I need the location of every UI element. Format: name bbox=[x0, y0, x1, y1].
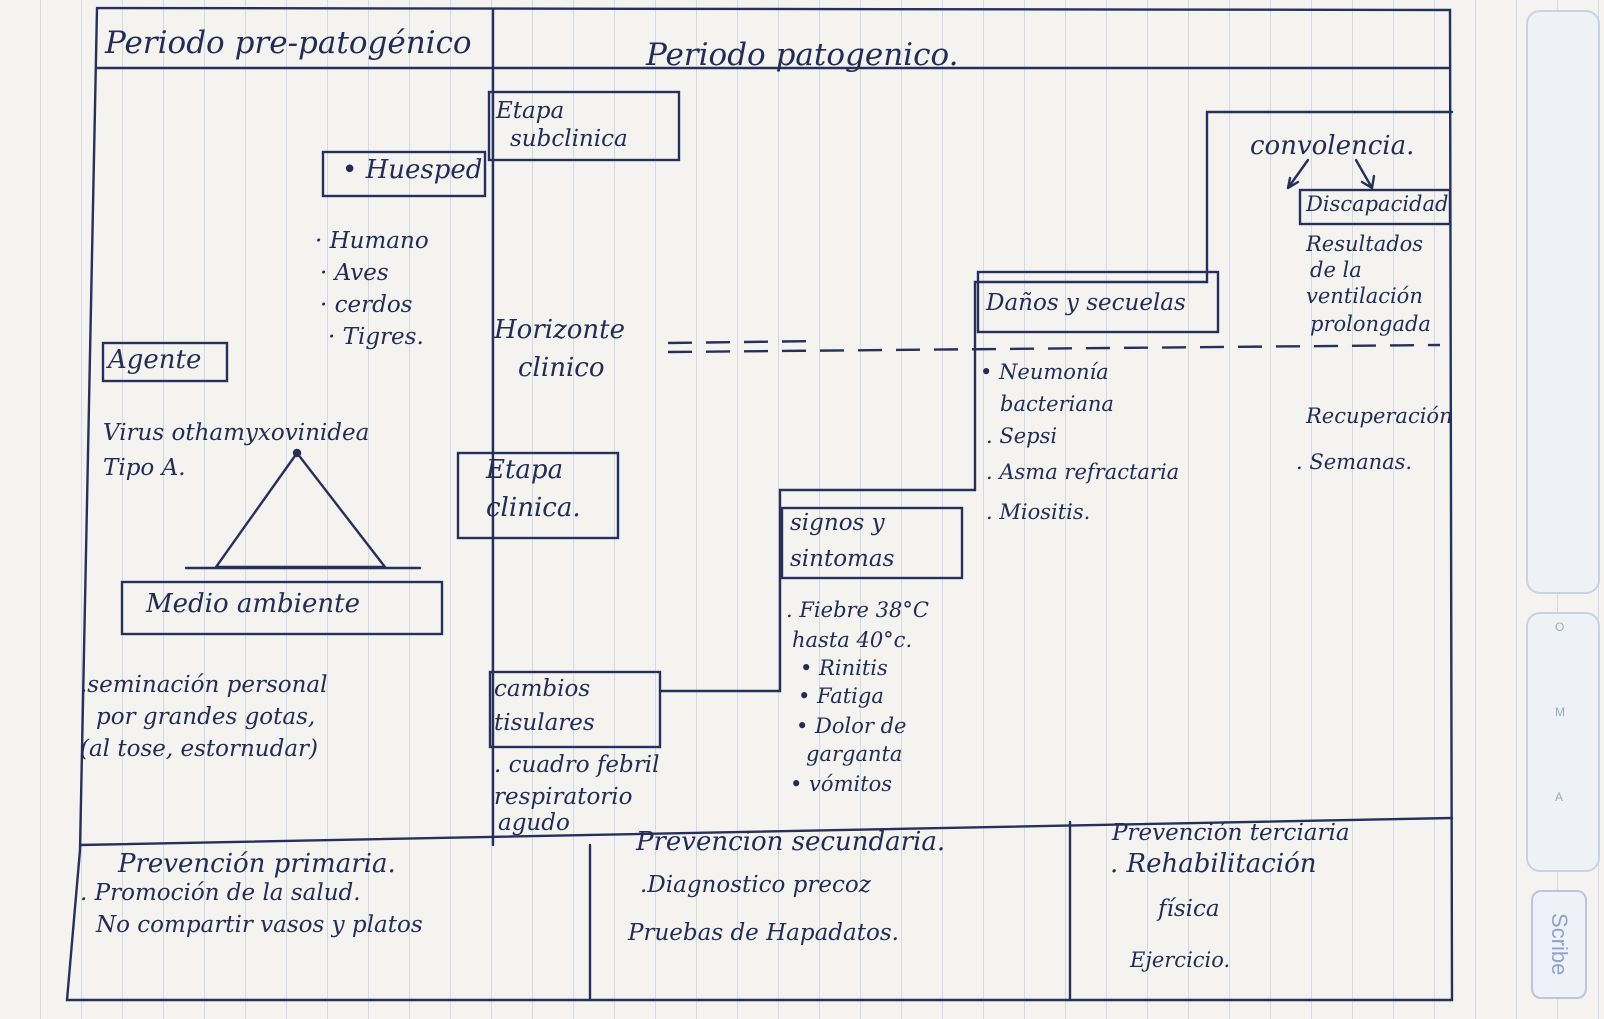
huesped-label: • Huesped bbox=[342, 155, 483, 185]
triad-triangle bbox=[213, 450, 388, 569]
disease-staircase bbox=[658, 110, 1454, 693]
dano-item: . Asma refractaria bbox=[986, 460, 1180, 484]
huesped-box bbox=[321, 150, 487, 198]
cambios-tisulares-label: tisulares bbox=[494, 710, 595, 736]
medio-ambiente-box bbox=[120, 580, 444, 636]
sintoma-item: hasta 40°c. bbox=[792, 628, 913, 652]
prevencion-terciaria-item: Ejercicio. bbox=[1130, 948, 1231, 972]
danos-box bbox=[976, 270, 1220, 334]
semanas-label: . Semanas. bbox=[1296, 450, 1413, 474]
prevencion-secundaria-item: Pruebas de Hapadatos. bbox=[628, 920, 899, 946]
horizonte-clinico-label: Horizonte bbox=[494, 315, 626, 345]
cuadro-febril-line: agudo bbox=[498, 810, 570, 836]
huesped-item: · Humano bbox=[315, 228, 429, 254]
sintoma-item: • vómitos bbox=[790, 772, 893, 796]
signos-label: sintomas bbox=[790, 546, 895, 572]
prevencion-terciaria-title: Prevención terciaria bbox=[1112, 820, 1350, 846]
prevencion-terciaria-item: física bbox=[1158, 896, 1220, 922]
side-card-bottom[interactable] bbox=[1526, 612, 1600, 872]
huesped-item: · cerdos bbox=[320, 292, 413, 318]
side-letter: M bbox=[1555, 705, 1565, 719]
etapa-clinica-label: Etapa bbox=[486, 455, 564, 485]
agente-label: Agente bbox=[108, 345, 202, 375]
pre-pathogenic-header: Periodo pre-patogénico bbox=[105, 25, 472, 61]
outer-frame bbox=[65, 6, 1454, 1002]
pathogenic-header: Periodo patogenico. bbox=[646, 37, 959, 73]
cambios-tisulares-box bbox=[488, 670, 662, 749]
clinical-horizon-line bbox=[667, 343, 1441, 354]
side-letter: A bbox=[1555, 790, 1564, 804]
cambios-tisulares-label: cambios bbox=[494, 676, 591, 702]
transmission-line: .seminación personal bbox=[80, 672, 328, 698]
sintoma-item: • Rinitis bbox=[800, 656, 888, 680]
etapa-clinica-label: clinica. bbox=[486, 493, 581, 523]
prevencion-primaria-title: Prevención primaria. bbox=[118, 849, 396, 879]
cuadro-febril-line: . cuadro febril bbox=[494, 752, 660, 778]
sintoma-item: • Dolor de bbox=[796, 714, 907, 738]
prevencion-primaria-item: No compartir vasos y platos bbox=[96, 912, 423, 938]
horizonte-clinico-label: clinico bbox=[518, 353, 605, 383]
transmission-line: por grandes gotas, bbox=[96, 704, 316, 730]
recuperacion-label: Recuperación bbox=[1306, 404, 1453, 428]
etapa-subclinica-box bbox=[487, 90, 681, 162]
transmission-line: (al tose, estornudar) bbox=[80, 736, 319, 762]
discapacidad-box bbox=[1298, 188, 1452, 226]
sintoma-item: • Fatiga bbox=[798, 684, 884, 708]
etapa-subclinica-label: Etapa bbox=[496, 98, 565, 124]
signos-label: signos y bbox=[790, 510, 885, 536]
medio-ambiente-label: Medio ambiente bbox=[146, 589, 360, 619]
discapacidad-label: Discapacidad bbox=[1306, 192, 1449, 216]
prevencion-secundaria-item: .Diagnostico precoz bbox=[640, 872, 871, 898]
prevencion-secundaria-title: Prevencion secundaria. bbox=[636, 827, 946, 857]
prevencion-primaria-item: . Promoción de la salud. bbox=[80, 880, 361, 906]
huesped-item: · Tigres. bbox=[328, 324, 424, 350]
dano-item: . Miositis. bbox=[986, 500, 1091, 524]
prevencion-terciaria-item: . Rehabilitación bbox=[1110, 849, 1317, 879]
signos-box bbox=[780, 506, 964, 580]
huesped-item: · Aves bbox=[320, 260, 389, 286]
side-card-top[interactable] bbox=[1526, 10, 1600, 594]
resultados-line: de la bbox=[1310, 258, 1362, 282]
agente-box bbox=[101, 341, 229, 383]
virus-name: Virus othamyxovinidea bbox=[103, 420, 370, 446]
sintoma-item: garganta bbox=[806, 742, 903, 766]
resultados-line: ventilación bbox=[1306, 284, 1423, 308]
resultados-line: Resultados bbox=[1306, 232, 1424, 256]
prevention-divider bbox=[78, 816, 1454, 847]
dano-item: bacteriana bbox=[1000, 392, 1114, 416]
cuadro-febril-line: respiratorio bbox=[494, 784, 633, 810]
danos-label: Daños y secuelas bbox=[986, 290, 1186, 316]
sintoma-item: . Fiebre 38°C bbox=[786, 598, 929, 622]
side-panel bbox=[1514, 10, 1604, 1019]
etapa-clinica-box bbox=[456, 451, 620, 540]
scribe-button[interactable]: Scribe bbox=[1531, 890, 1587, 999]
etapa-subclinica-label: subclinica bbox=[510, 126, 628, 152]
virus-type: Tipo A. bbox=[103, 455, 186, 481]
side-letter: O bbox=[1555, 620, 1565, 634]
dano-item: • Neumonía bbox=[980, 360, 1109, 384]
dano-item: . Sepsi bbox=[986, 424, 1058, 448]
resultados-line: prolongada bbox=[1310, 312, 1431, 336]
convalecencia-label: convolencia. bbox=[1250, 131, 1415, 161]
